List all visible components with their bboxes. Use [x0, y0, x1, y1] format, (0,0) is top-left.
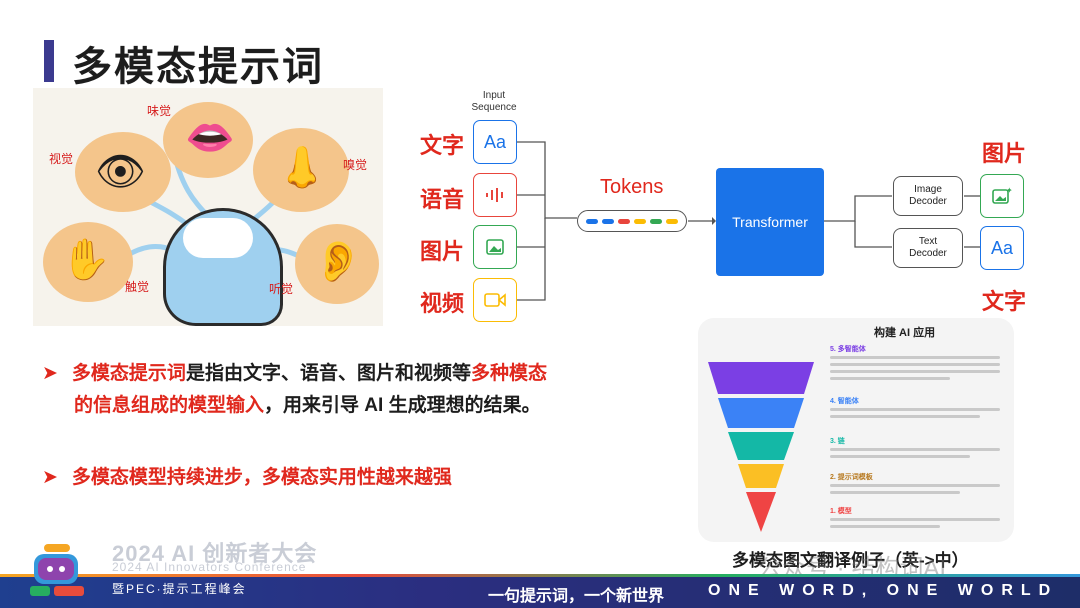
hearing-label: 听觉 — [269, 282, 294, 296]
tokens-label: Tokens — [600, 176, 664, 198]
input-sequence-header: Input Sequence — [471, 90, 517, 113]
input-video-label: 视频 — [420, 291, 465, 316]
sight-blob — [75, 132, 171, 212]
text-line — [830, 525, 940, 528]
text-line — [830, 377, 950, 380]
brain-cloud — [183, 218, 253, 258]
touch-label: 触觉 — [125, 280, 150, 294]
text-decoder: Text Decoder — [893, 228, 963, 268]
bullet-2: ➤ 多模态模型持续进步，多模态实用性越来越强 — [42, 462, 452, 494]
image-decoder: Image Decoder — [893, 176, 963, 216]
page-title: 多模态提示词 — [72, 45, 324, 89]
title-accent-bar — [44, 40, 54, 82]
text-input-icon: Aa — [473, 120, 517, 164]
pyramid-graphic — [708, 362, 814, 532]
bullet-2-text: 多模态模型持续进步，多模态实用性越来越强 — [71, 467, 452, 488]
ear-icon: 👂 — [313, 240, 363, 284]
sight-label: 视觉 — [49, 152, 74, 166]
pyramid-title: 构建 AI 应用 — [874, 327, 936, 339]
conference-subtitle: 暨PEC·提示工程峰会 — [112, 582, 247, 596]
taste-blob — [163, 102, 253, 178]
text-line — [830, 455, 970, 458]
text-line — [830, 484, 1000, 487]
video-icon — [473, 278, 517, 322]
svg-text:✦: ✦ — [1006, 187, 1012, 195]
input-text-label: 文字 — [420, 133, 465, 158]
slogan-en: ONE WORD, ONE WORLD — [708, 582, 1059, 599]
senses-illustration: 👄 👁 👃 ✋ 👂 味觉 视觉 嗅觉 触觉 听觉 — [33, 88, 383, 326]
pyramid-section-5: 5. 多智能体 — [830, 346, 866, 353]
pyramid-section-2: 2. 提示词模板 — [830, 474, 873, 481]
token-chip — [666, 218, 678, 224]
slogan-cn: 一句提示词，一个新世界 — [488, 588, 665, 605]
eye-icon: 👁 — [95, 150, 146, 194]
smell-label: 嗅觉 — [343, 158, 368, 172]
bullet-1-highlight-2: 多种模态 — [470, 363, 547, 384]
hand-icon: ✋ — [61, 238, 111, 282]
touch-blob — [43, 222, 133, 302]
text-line — [830, 408, 1000, 411]
image-sparkle-icon: ✦ — [980, 174, 1024, 218]
input-audio-label: 语音 — [420, 187, 465, 212]
footer-stripe — [0, 574, 1080, 577]
bullet-arrow-icon: ➤ — [42, 363, 58, 384]
head-silhouette — [163, 208, 283, 326]
token-chip — [586, 218, 598, 224]
audio-wave-icon — [473, 173, 517, 217]
bullet-1-highlight: 多模态提示词 — [71, 363, 186, 384]
smell-blob — [253, 128, 349, 212]
conference-title-cn: 2024 AI 创新者大会 — [112, 541, 318, 566]
bullet-1-line2-highlight: 的信息组成的模型输入 — [74, 395, 265, 416]
text-line — [830, 370, 1000, 373]
conference-title-en: 2024 AI Innovators Conference — [112, 560, 307, 574]
output-text-label: 文字 — [982, 289, 1027, 314]
token-chip — [650, 218, 662, 224]
pyramid-example-image: 构建 AI 应用 5. 多智能体 4. 智能体 3. 链 2. 提示词模板 1.… — [698, 318, 1014, 542]
token-chip — [602, 218, 614, 224]
text-line — [830, 415, 980, 418]
token-chip — [634, 218, 646, 224]
text-line — [830, 491, 960, 494]
text-line — [830, 518, 1000, 521]
pyramid-section-3: 3. 链 — [830, 438, 845, 445]
conference-logo-icon — [30, 544, 84, 596]
bullet-1-text: 是指由文字、语音、图片和视频等 — [185, 363, 471, 384]
text-line — [830, 356, 1000, 359]
text-output-icon: Aa — [980, 226, 1024, 270]
text-line — [830, 448, 1000, 451]
hearing-blob — [295, 224, 379, 304]
bullet-1-line2-text: ，用来引导 AI 生成理想的结果。 — [264, 395, 541, 416]
transformer-block: Transformer — [716, 168, 824, 276]
nose-icon: 👃 — [277, 146, 327, 190]
pyramid-section-1: 1. 模型 — [830, 508, 852, 515]
pyramid-caption: 多模态图文翻译例子（英->中） — [732, 551, 969, 570]
text-line — [830, 363, 1000, 366]
bullet-arrow-icon: ➤ — [42, 467, 58, 488]
taste-label: 味觉 — [147, 104, 172, 118]
tokens-bar — [577, 210, 687, 232]
mouth-icon: 👄 — [185, 116, 235, 160]
image-icon — [473, 225, 517, 269]
output-image-label: 图片 — [982, 141, 1027, 166]
pyramid-section-4: 4. 智能体 — [830, 398, 859, 405]
token-chip — [618, 218, 630, 224]
bullet-1: ➤ 多模态提示词是指由文字、语音、图片和视频等多种模态 的信息组成的模型输入，用来… — [42, 358, 547, 422]
input-image-label: 图片 — [420, 239, 465, 264]
flow-connectors — [517, 141, 980, 301]
footer-bar — [0, 574, 1080, 608]
